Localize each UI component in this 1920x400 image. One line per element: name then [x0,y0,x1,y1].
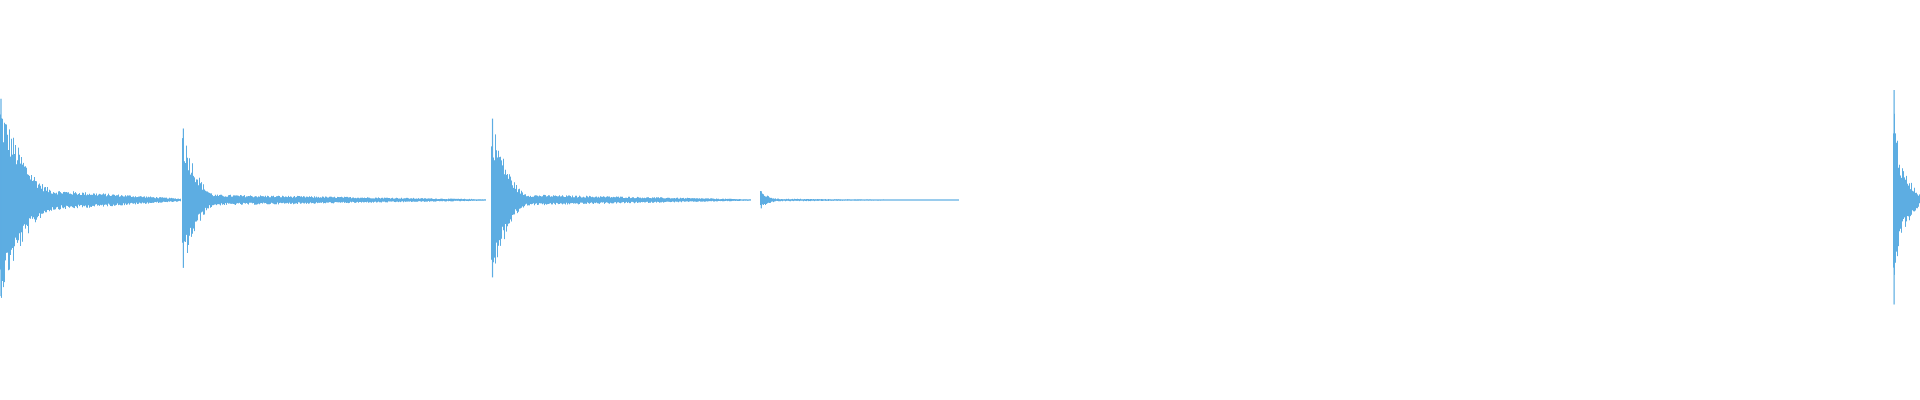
waveform-trace [0,90,1920,305]
waveform-path [0,113,1920,298]
